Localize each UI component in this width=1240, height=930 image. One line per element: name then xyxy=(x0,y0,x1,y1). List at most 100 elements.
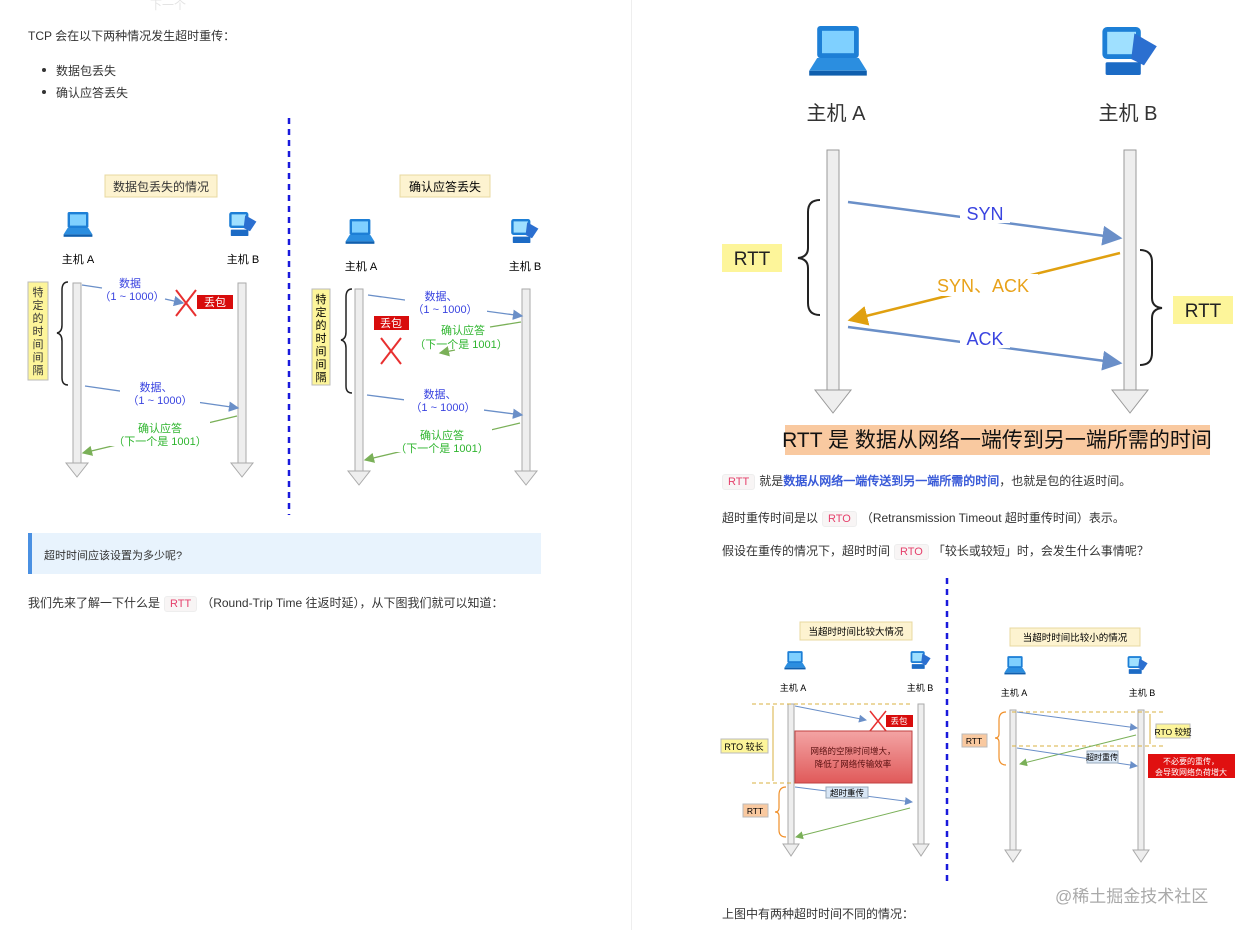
rtt-label-box xyxy=(722,244,782,272)
svg-text:间: 间 xyxy=(33,351,44,364)
intro-text: TCP 会在以下两种情况发生超时重传： xyxy=(28,29,236,43)
arrow-label: （1 ~ 1000） xyxy=(99,290,164,303)
rtt-label-box xyxy=(742,803,769,818)
rtt-banner-box xyxy=(785,425,1210,455)
lifeline-b xyxy=(912,703,930,857)
arrow-data xyxy=(81,284,103,289)
faint-header-text: 下一个 xyxy=(150,0,187,12)
svg-text:的: 的 xyxy=(33,311,44,325)
host-b-label: 主机 B xyxy=(907,682,934,693)
lifeline-b xyxy=(1132,709,1150,863)
svg-text:隔: 隔 xyxy=(33,364,44,377)
arrow-data xyxy=(1016,711,1138,732)
arrow-label: 数据、 xyxy=(140,380,173,394)
bullet-item: 确认应答丢失 xyxy=(41,86,129,100)
code-rto: RTO xyxy=(822,511,857,527)
host-a-label: 主机 A xyxy=(1001,687,1028,698)
laptop-icon xyxy=(63,212,93,237)
diagram-title-box xyxy=(399,174,491,198)
arrow-label: （下一个是 1001） xyxy=(414,338,508,351)
arrow-ack xyxy=(1019,734,1137,767)
text: ，也就是包的往返时间。 xyxy=(999,474,1132,488)
svg-text:间: 间 xyxy=(316,345,327,358)
warning-box xyxy=(1148,754,1235,778)
brace xyxy=(797,199,821,316)
code-rtt: RTT xyxy=(722,474,756,490)
callout-text: 超时时间应该设置为多少呢? xyxy=(44,550,183,562)
lifeline-a xyxy=(64,282,90,478)
arrow-label: 数据、 xyxy=(425,289,458,303)
svg-text:间: 间 xyxy=(33,338,44,351)
laptop-icon xyxy=(809,26,867,76)
bullet-item: 数据包丢失 xyxy=(41,64,117,78)
desktop-icon xyxy=(910,651,931,669)
host-a-label: 主机 A xyxy=(780,682,807,693)
host-b-label: 主机 B xyxy=(1099,102,1158,125)
code-rtt: RTT xyxy=(164,596,198,612)
bottom-text: 上图中有两种超时时间不同的情况： xyxy=(722,907,915,921)
arrow-label: （1 ~ 1000） xyxy=(127,394,192,407)
retransmit-label-box xyxy=(825,786,869,799)
host-a-label: 主机 A xyxy=(62,252,95,266)
highlight-text: 数据从网络一端传送到另一端所需的时间 xyxy=(783,474,1000,488)
x-mark-icon xyxy=(869,710,887,732)
brace xyxy=(340,288,353,394)
rto-label: RTO 较短 xyxy=(1155,727,1192,737)
rtt-label: RTT xyxy=(966,736,982,746)
svg-text:间: 间 xyxy=(316,358,327,371)
arrow-label: 数据、 xyxy=(424,387,457,401)
arrow-ack xyxy=(489,321,522,328)
diagram-title: 当超时时间比较大情况 xyxy=(808,626,904,638)
svg-text:时: 时 xyxy=(33,325,44,338)
text: 假设在重传的情况下，超时时间 xyxy=(722,544,891,558)
interval-label-box xyxy=(311,288,331,386)
arrow-label: （1 ~ 1000） xyxy=(410,401,475,414)
text: 「较长或较短」时，会发生什么事情呢？ xyxy=(932,544,1149,558)
host-b-label: 主机 B xyxy=(1129,687,1156,698)
brace xyxy=(774,786,787,838)
svg-text:隔: 隔 xyxy=(316,371,327,384)
lost-label: 丢包 xyxy=(204,296,226,309)
diagram-title-box xyxy=(1009,627,1141,647)
laptop-icon xyxy=(345,219,375,244)
lifeline-a xyxy=(1004,709,1022,863)
host-b-label: 主机 B xyxy=(509,259,541,273)
svg-text:定: 定 xyxy=(316,305,327,319)
note-line: 网络的空隙时间增大， xyxy=(810,746,895,756)
lifeline-b xyxy=(513,288,539,486)
desktop-icon xyxy=(1127,656,1148,674)
host-a-label: 主机 A xyxy=(807,102,867,125)
text: 超时重传时间是以 xyxy=(722,511,819,525)
rtt-banner: RTT 是 数据从网络一端传到另一端所需的时间 xyxy=(782,429,1212,452)
arrow-label: 确认应答 xyxy=(138,421,182,435)
arrow-label: 确认应答 xyxy=(441,323,485,337)
page-divider xyxy=(631,0,632,930)
arrow-ack xyxy=(438,346,456,357)
svg-text:定: 定 xyxy=(33,298,44,312)
lost-label: 丢包 xyxy=(380,317,402,330)
note-line: 降低了网络传输效率 xyxy=(815,759,892,769)
rto-label-box xyxy=(1155,723,1191,739)
text: 我们先来了解一下什么是 xyxy=(28,596,161,610)
arrow-retransmit xyxy=(1016,747,1138,769)
host-a-label: 主机 A xyxy=(345,259,378,273)
text: （Round-Trip Time 往返时延），从下图我们就可以知道： xyxy=(201,596,504,610)
desktop-icon xyxy=(1102,27,1157,75)
arrow-label-ack: ACK xyxy=(966,329,1003,349)
callout-box: 超时时间应该设置为多少呢? xyxy=(28,533,541,574)
arrow-label-syn: SYN xyxy=(966,204,1003,224)
diagram-title-box xyxy=(799,621,913,641)
lost-badge xyxy=(886,715,913,727)
arrow-label-syn-ack: SYN、ACK xyxy=(937,276,1029,296)
rtt-label: RTT xyxy=(734,249,771,270)
retransmit-label: 超时重传 xyxy=(1086,752,1118,762)
rto-label: RTO 较长 xyxy=(724,741,763,752)
arrow-label: （1 ~ 1000） xyxy=(412,303,477,316)
